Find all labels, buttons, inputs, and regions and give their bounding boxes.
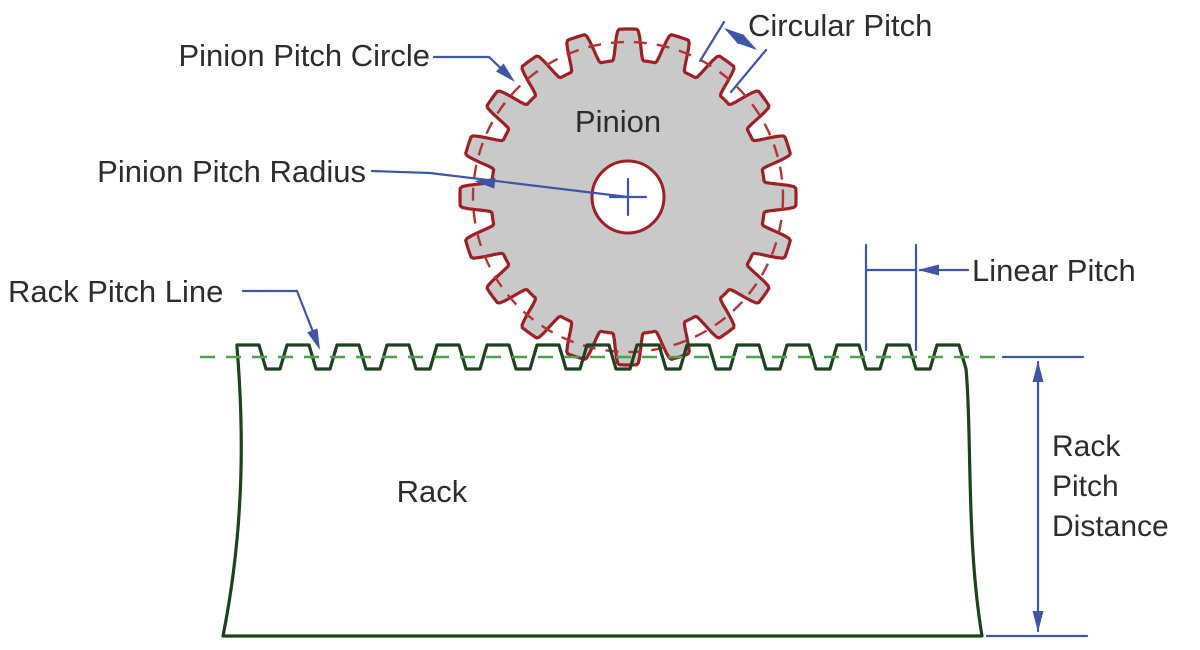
arrowheads <box>307 28 1044 632</box>
arrowhead-icon <box>1032 361 1044 382</box>
rack-pitch-distance-label: Rack Pitch Distance <box>1052 430 1169 543</box>
circular-pitch-label: Circular Pitch <box>748 8 932 43</box>
rack-outline <box>221 343 984 638</box>
rack-label: Rack <box>397 474 468 509</box>
rack-pitch-distance-line-3: Distance <box>1052 510 1169 543</box>
rack-pitch-distance-line-2: Pitch <box>1052 470 1119 503</box>
pinion-pitch-radius-line <box>370 169 630 199</box>
rack-pitch-line-label: Rack Pitch Line <box>8 274 223 309</box>
arrowhead-icon <box>724 28 745 45</box>
rack-pitch-distance-line-1: Rack <box>1052 430 1121 463</box>
pinion-label: Pinion <box>575 104 661 139</box>
linear-pitch-label: Linear Pitch <box>972 253 1136 288</box>
arrowhead-icon <box>474 177 496 189</box>
pinion-pitch-circle-dashed <box>471 40 785 354</box>
pinion-pitch-radius-label: Pinion Pitch Radius <box>97 154 366 189</box>
rack-pitch-line-leader <box>241 289 317 339</box>
arrowhead-icon <box>918 264 939 276</box>
circular-pitch-tick-1 <box>698 20 726 63</box>
pinion-pitch-circle-leader <box>432 55 513 80</box>
circular-pitch-tick-2 <box>729 48 768 94</box>
arrowhead-icon <box>1032 611 1044 632</box>
arrowhead-icon <box>307 328 320 350</box>
arrowhead-icon <box>496 63 515 82</box>
pinion-pitch-circle-label: Pinion Pitch Circle <box>178 38 430 73</box>
